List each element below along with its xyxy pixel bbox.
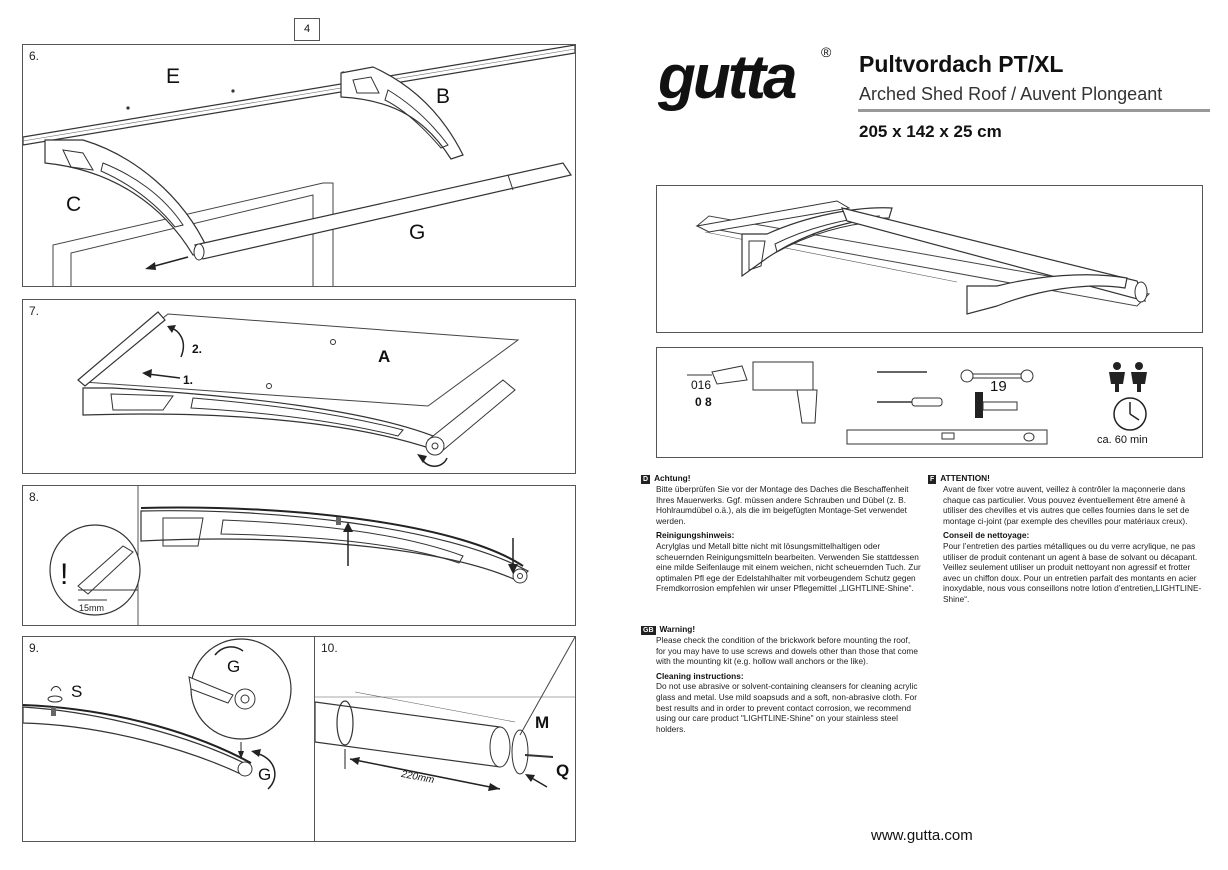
gb-heading-warning: Warning! xyxy=(659,624,696,634)
label-q: Q xyxy=(556,761,570,780)
flag-fr: F xyxy=(928,475,937,484)
flag-gb: GB xyxy=(641,626,656,635)
label-step-1: 1. xyxy=(183,373,194,387)
gb-heading-cleaning: Cleaning instructions: xyxy=(656,670,744,681)
title-underline xyxy=(858,109,1210,112)
label-c: C xyxy=(66,193,82,216)
step-10-illustration xyxy=(315,637,575,791)
logo-text: gutta xyxy=(658,43,798,112)
product-subtitle: Arched Shed Roof / Auvent Plongeant xyxy=(859,84,1163,104)
wrench-size: 19 xyxy=(990,378,1007,395)
fr-body-warning: Avant de fixer votre auvent, veillez à c… xyxy=(943,484,1190,526)
step-number: 8. xyxy=(29,490,40,504)
registered-mark: ® xyxy=(821,44,832,60)
step-6-panel: 6. E B C G xyxy=(22,44,576,287)
tools-illustration xyxy=(687,361,1147,445)
product-image-panel xyxy=(656,185,1203,333)
label-g-top: G xyxy=(227,657,241,676)
product-illustration xyxy=(695,200,1151,315)
page-number-box: 4 xyxy=(294,18,320,41)
step-number: 9. xyxy=(29,641,40,655)
step-9-panel: 9. S G G xyxy=(22,636,316,842)
de-heading-cleaning: Reinigungshinweis: xyxy=(656,530,735,541)
warning-mark: ! xyxy=(60,558,69,591)
step-7-panel: 7. A 2. 1. xyxy=(22,299,576,474)
label-15mm: 15mm xyxy=(79,603,105,613)
gb-body-warning: Please check the condition of the brickw… xyxy=(656,635,918,667)
tools-panel: 016 0 8 19 ca. 60 min xyxy=(656,347,1203,458)
step-number: 10. xyxy=(321,641,338,655)
label-step-2: 2. xyxy=(192,342,203,356)
product-title: Pultvordach PT/XL xyxy=(859,51,1064,77)
drill-size-2: 0 8 xyxy=(695,395,712,409)
website-link[interactable]: www.gutta.com xyxy=(871,827,973,844)
step-10-panel: 10. M Q 220mm xyxy=(314,636,576,842)
page-number: 4 xyxy=(303,23,311,35)
step-8-illustration xyxy=(49,486,529,625)
de-body-cleaning: Acrylglas und Metall bitte nicht mit lös… xyxy=(656,540,921,594)
label-b: B xyxy=(436,85,451,108)
de-body-warning: Bitte überprüfen Sie vor der Montage des… xyxy=(656,484,909,526)
product-dimensions: 205 x 142 x 25 cm xyxy=(859,122,1002,141)
label-m: M xyxy=(535,713,550,732)
flag-de: D xyxy=(641,475,651,484)
step-number: 7. xyxy=(29,304,40,318)
label-g: G xyxy=(409,221,426,244)
step-number: 6. xyxy=(29,49,40,63)
label-a: A xyxy=(378,347,391,366)
fr-heading-cleaning: Conseil de nettoyage: xyxy=(943,530,1030,541)
drill-size-1: 016 xyxy=(691,378,712,392)
gb-body-cleaning: Do not use abrasive or solvent-containin… xyxy=(656,681,918,734)
label-g-bottom: G xyxy=(258,765,272,784)
fr-heading-warning: ATTENTION! xyxy=(940,473,990,483)
label-e: E xyxy=(166,65,181,88)
fr-body-cleaning: Pour l’entretien des parties métalliques… xyxy=(943,540,1202,604)
de-heading-warning: Achtung! xyxy=(654,473,691,483)
step-9-illustration xyxy=(23,638,292,790)
gutta-logo: gutta ® xyxy=(658,43,838,112)
step-6-illustration xyxy=(23,45,575,286)
assembly-time: ca. 60 min xyxy=(1097,434,1148,446)
step-7-illustration xyxy=(77,311,520,467)
step-8-panel: 8. ! 15mm xyxy=(22,485,576,626)
label-s: S xyxy=(71,682,83,701)
